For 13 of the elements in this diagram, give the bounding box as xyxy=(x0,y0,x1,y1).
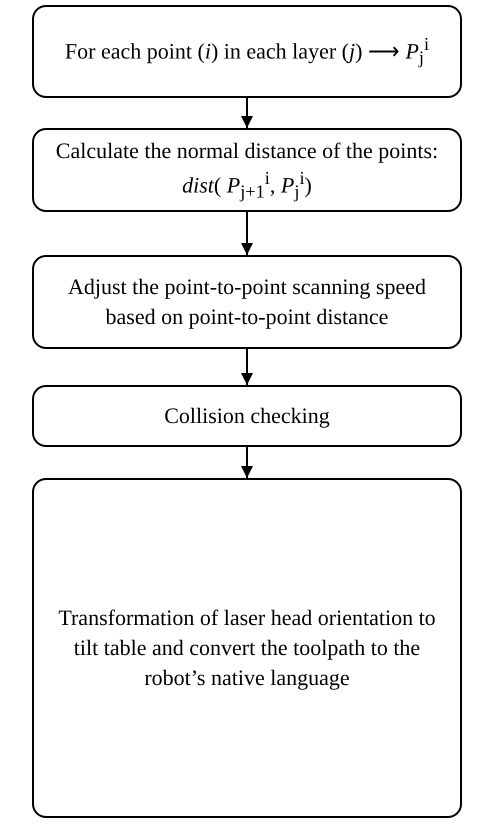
arrow xyxy=(241,349,253,385)
step-text: Transformation of laser head orientation to tilt table and convert the toolpath to the robot’s native language xyxy=(57,604,437,692)
arrow xyxy=(241,447,253,478)
step-text: Adjust the point-to-point scanning speed based on point-to-point distance xyxy=(66,273,428,331)
process-box xyxy=(32,385,462,447)
arrow xyxy=(241,212,253,255)
step-text: Collision checking xyxy=(164,402,330,430)
process-box xyxy=(32,255,462,349)
process-box xyxy=(32,5,462,98)
step-text: Calculate the normal distance of the points: dist( P$_{j+1}$$^{i}$, P$_{j}$$^{i}$) xyxy=(54,136,440,204)
process-box xyxy=(32,478,462,818)
process-box xyxy=(32,128,462,212)
arrow xyxy=(241,98,253,128)
